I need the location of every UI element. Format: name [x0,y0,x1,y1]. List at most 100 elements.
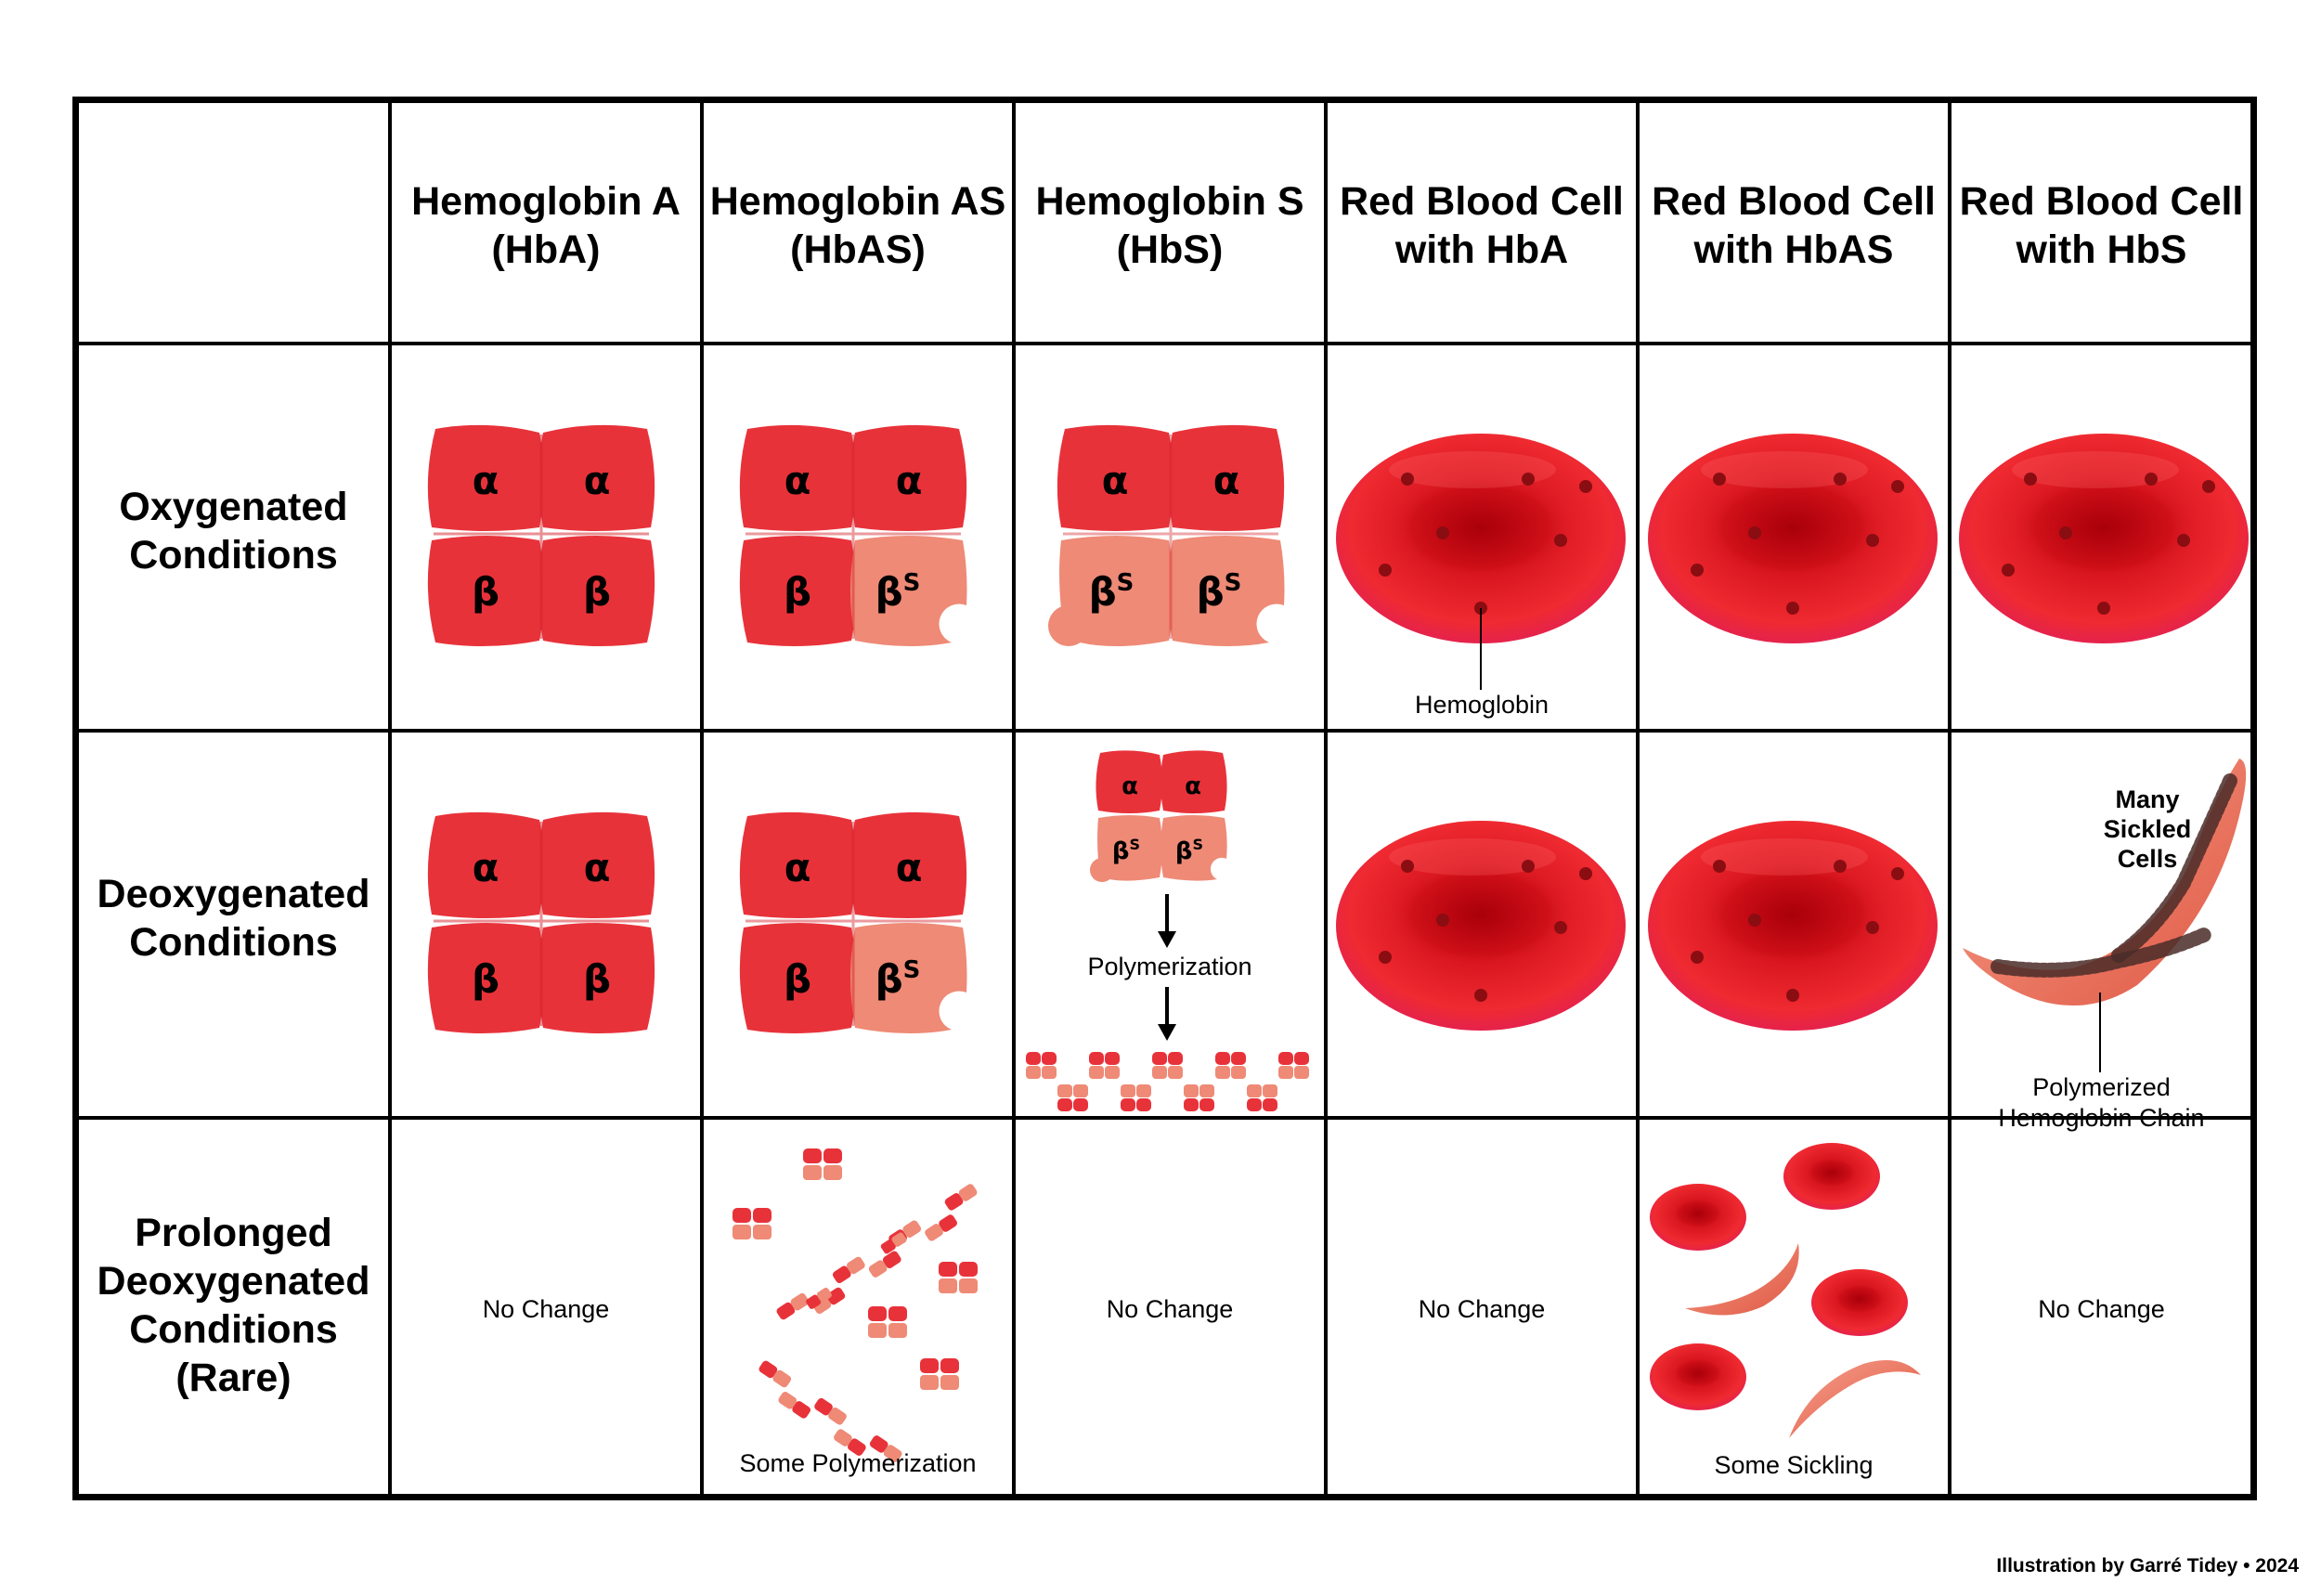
polymerization-caption: Polymerization [1087,953,1252,980]
column-divider [1324,103,1328,1494]
header-line: Hemoglobin AS [709,179,1006,224]
beta-s-superscript: S [1225,569,1242,597]
beta-s-symbol: β [1112,837,1130,865]
header-line: Hemoglobin S [1035,179,1304,224]
beta-subunit [538,536,655,647]
no-change-hbs: No Change [1106,1295,1234,1323]
alpha-label: α [896,458,923,503]
illustration-credit: Illustration by Garré Tidey • 2024 [1996,1555,2299,1577]
column-divider [1948,103,1951,1494]
beta-subunit [739,536,856,647]
alpha-subunit [1168,424,1285,531]
normal-rbc [1650,1184,1746,1251]
row-label-line: Deoxygenated [97,872,370,916]
alpha-subunit [538,424,655,531]
sickled-rbc [1789,1360,1921,1438]
beta-label: β [472,956,499,1002]
free-tetramer [733,1208,772,1239]
alpha-subunit [427,811,544,918]
rbc-hbas-some-sickling [1650,1143,1921,1438]
beta-s-symbol: β [1089,569,1117,615]
column-divider [388,103,392,1494]
alpha-label: α [1122,772,1138,800]
hba-tetramer-oxy: α α β β [427,424,655,647]
header-hemoglobin-s: Hemoglobin S(HbS) [1016,103,1324,342]
beta-s-subunit [1090,815,1162,882]
many-sickled-line: Cells [2117,845,2178,873]
free-tetramer [939,1262,978,1293]
hbas-some-polymerization [733,1148,978,1462]
free-tetramer [920,1358,959,1390]
alpha-subunit [1160,750,1227,813]
row-label-line: Conditions [129,1307,338,1352]
many-sickled-line: Many [2115,785,2180,813]
alpha-subunit [1096,750,1162,813]
header-line: (HbAS) [790,227,926,272]
beta-s-subunit [1048,536,1173,647]
alpha-label: α [1102,458,1129,503]
alpha-label: α [1213,458,1240,503]
beta-subunit [427,923,544,1034]
alpha-label: α [584,845,611,890]
beta-s-subunit [1168,536,1285,647]
polymerized-chain-pointer [2099,993,2101,1072]
hbs-tetramer-oxy: α α βS βS [1048,424,1285,647]
hemoglobin-caption: Hemoglobin [1414,691,1549,719]
row-label-line: Conditions [129,533,338,577]
some-sickling-caption: Some Sickling [1714,1451,1874,1479]
alpha-subunit [850,424,967,531]
row-label-line: Oxygenated [119,485,348,529]
free-tetramer [868,1306,907,1338]
header-line: with HbA [1394,227,1569,272]
beta-label: β [583,956,611,1002]
row-label-line: Deoxygenated [97,1259,370,1304]
row-label-line: Prolonged [135,1211,332,1255]
column-divider [1636,103,1640,1494]
polymerized-chain-line: Polymerized [2032,1073,2171,1101]
hba-tetramer-deoxy: α α β β [427,811,655,1034]
alpha-label: α [896,845,923,890]
beta-s-label: βS [875,569,921,615]
hbs-tetramer-deoxy: α α βS βS [1090,750,1227,882]
normal-rbc [1650,1343,1746,1410]
alpha-label: α [473,458,499,503]
normal-rbc [1811,1269,1908,1336]
alpha-subunit [739,811,856,918]
beta-s-subunit [850,536,967,647]
arrow-down-icon [1158,987,1176,1041]
beta-s-label: βS [1175,836,1203,865]
row-divider [79,729,2250,733]
arrow-down-icon [1158,894,1176,948]
polymer-chain [759,1360,902,1462]
normal-rbc [1783,1143,1880,1210]
some-polymerization-caption: Some Polymerization [739,1449,977,1477]
beta-subunit [538,923,655,1034]
header-line: Red Blood Cell [1959,179,2244,224]
no-change-rbc-hbs: No Change [2038,1295,2165,1323]
alpha-label: α [584,458,611,503]
free-tetramer [803,1148,842,1180]
beta-s-label: βS [1197,569,1242,615]
beta-label: β [472,569,499,615]
row-label-line: Conditions [129,920,338,965]
no-change-rbc-hba: No Change [1418,1295,1546,1323]
alpha-subunit [850,811,967,918]
rbc-hbas-deoxy [1648,821,1938,1031]
beta-s-symbol: β [1197,569,1225,615]
header-line: with HbAS [1693,227,1894,272]
beta-s-superscript: S [903,569,921,597]
sickled-rbc [1685,1243,1799,1316]
beta-s-superscript: S [1130,836,1141,853]
header-line: (HbA) [491,227,601,272]
header-line: (HbS) [1116,227,1224,272]
beta-s-symbol: β [1175,837,1193,865]
many-sickled-line: Sickled [2103,815,2192,843]
row-label-line: (Rare) [175,1356,292,1400]
rbc-hbas-oxy [1648,434,1938,643]
no-change-hba: No Change [482,1295,610,1323]
